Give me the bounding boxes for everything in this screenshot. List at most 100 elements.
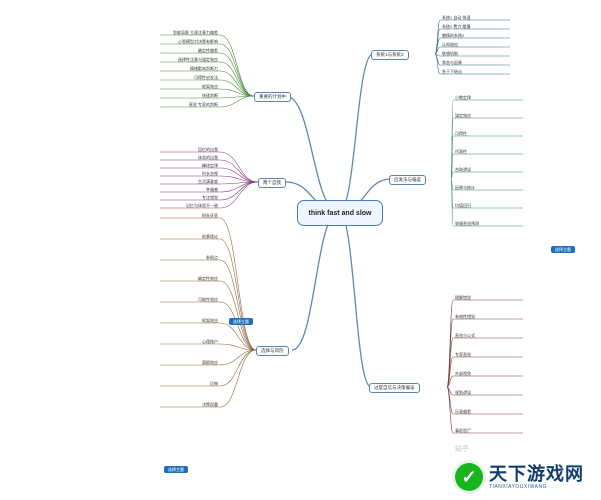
connector-line [219, 34, 255, 97]
connector-line [450, 171, 454, 180]
branch-right-lower-label: 过度自信与决策偏误 [374, 385, 415, 390]
mindmap-leaf-node[interactable]: 均值回归 [455, 203, 471, 208]
mindmap-leaf-node[interactable]: 参照点 [206, 255, 218, 260]
mindmap-leaf-node[interactable]: 心理账户 [202, 339, 218, 344]
mindmap-leaf-node[interactable]: 合取谬误 [455, 167, 471, 172]
watermark-brand-en: TIANXIAYOUXIWANG [489, 483, 548, 490]
connector-line [285, 95, 340, 213]
knowhow-watermark-text: 知乎 [455, 446, 469, 453]
mindmap-leaf-node[interactable]: 直觉 专家的判断 [188, 102, 218, 107]
connector-line [434, 19, 441, 55]
mindmap-leaf-node[interactable]: 后悔 [210, 381, 218, 386]
mindmap-leaf-node[interactable]: 决策权重 [202, 402, 218, 407]
connector-line [434, 53, 441, 75]
watermark-text-block: 天下游戏网 TIANXIAYOUXIWANG [489, 465, 584, 490]
mindmap-leaf-node[interactable]: 可得性 [455, 131, 467, 136]
mindmap-leaf-node[interactable]: 急于下结论 [442, 69, 462, 74]
connector-line [219, 343, 257, 351]
connector-line [219, 95, 255, 108]
mindmap-leaf-node[interactable]: 幸福感 [206, 187, 218, 192]
connector-line [219, 70, 255, 97]
mindmap-leaf-node[interactable]: 心智模型对决策有影响 [178, 39, 218, 44]
connector-line [219, 151, 259, 183]
branch-left-mid[interactable]: 两个自我 [258, 178, 286, 188]
mindmap-leaf-node[interactable]: 思维局限 主观注意力偏差 [172, 30, 218, 35]
knowhow-watermark: 知乎 [455, 444, 469, 454]
connector-line [219, 349, 257, 408]
mindmap-leaf-node[interactable]: 可能性效应 [198, 297, 218, 302]
connector-line [219, 322, 257, 351]
connector-line [291, 211, 340, 351]
site-watermark: ✓ 天下游戏网 TIANXIAYOUXIWANG [455, 462, 595, 492]
mindmap-leaf-node[interactable]: 框架效应 [202, 84, 218, 89]
branch-right-top[interactable]: 系统1与系统2 [371, 50, 409, 60]
mindmap-leaf-node[interactable]: 理解错觉 [455, 295, 471, 300]
mindmap-leaf-node[interactable]: 专注错觉 [202, 195, 218, 200]
mindmap-leaf-node[interactable]: 生活满意度 [198, 179, 218, 184]
mindmap-leaf-node[interactable]: 情绪影响判断力 [190, 66, 218, 71]
mindmap-leaf-node[interactable]: 体验的自我 [198, 155, 218, 160]
mindmap-leaf-node[interactable]: 选择性注意与锚定效应 [178, 57, 218, 62]
branch-left-mid-label: 两个自我 [263, 180, 281, 185]
mindmap-leaf-node[interactable]: 可得性启发法 [194, 75, 218, 80]
mindmap-leaf-node[interactable]: 记忆与体验不一致 [186, 203, 218, 208]
mindmap-leaf-node[interactable]: 回忆的自我 [198, 147, 218, 152]
mindmap-leaf-node[interactable]: 联想机制 [442, 51, 458, 56]
mindmap-leaf-node[interactable]: 懒惰的系统2 [442, 33, 465, 38]
mindmap-leaf-node[interactable]: 有效性错觉 [455, 314, 475, 319]
mindmap-leaf-node[interactable]: 前景理论 [202, 234, 218, 239]
mindmap-leaf-node[interactable]: 常态与因果 [442, 60, 462, 65]
mindmap-leaf-node[interactable]: 小数定律 [455, 95, 471, 100]
connector-line [219, 61, 255, 97]
tianxia-logo-icon: ✓ [455, 463, 483, 491]
connector-line [219, 217, 257, 351]
mindmap-leaf-node[interactable]: 认知放松 [442, 42, 458, 47]
branch-right-mid[interactable]: 启发法与偏差 [389, 175, 426, 185]
left-bottom-tag-label: 选择主题 [168, 467, 184, 472]
mindmap-leaf-node[interactable]: 损失厌恶 [202, 213, 218, 218]
connector-line [446, 375, 454, 388]
mindmap-leaf-node[interactable]: 确定性效应 [198, 276, 218, 281]
mindmap-leaf-node[interactable]: 峰终定律 [202, 163, 218, 168]
mindmap-leaf-node[interactable]: 直觉与公式 [455, 333, 475, 338]
connector-line [219, 52, 255, 97]
mindmap-leaf-node[interactable]: 乐观偏差 [455, 409, 471, 414]
branch-right-mid-label: 启发法与偏差 [394, 177, 421, 182]
mindmap-leaf-node[interactable]: 因果与统计 [455, 185, 475, 190]
left-bottom-tag: 选择主题 [164, 466, 188, 473]
mindmap-leaf-node[interactable]: 代表性 [455, 149, 467, 154]
connector-line [338, 53, 374, 213]
connector-line [219, 181, 259, 201]
mindmap-leaf-node[interactable]: 锚定效应 [455, 113, 471, 118]
branch-left-lower-label: 选择与风险 [261, 348, 284, 353]
branch-left-lower[interactable]: 选择与风险 [256, 346, 289, 356]
connector-line [219, 238, 257, 351]
connector-line [219, 349, 257, 387]
mindmap-leaf-node[interactable]: 时长忽视 [202, 171, 218, 176]
connector-line [446, 337, 454, 388]
right-select-tag-label: 选择主题 [555, 247, 571, 252]
branch-right-lower[interactable]: 过度自信与决策偏误 [369, 383, 420, 393]
mindmap-leaf-node[interactable]: 系统1 自动 快速 [442, 15, 471, 20]
connector-line [219, 181, 259, 193]
mindmap-leaf-node[interactable]: 事前验尸 [455, 428, 471, 433]
connector-line [219, 259, 257, 351]
mindmap-leaf-node[interactable]: 框架效应 [202, 318, 218, 323]
center-node-label: think fast and slow [308, 209, 372, 217]
branch-left-top[interactable]: 重要的计划中 [254, 92, 291, 102]
mindmap-leaf-node[interactable]: 外部视角 [455, 371, 471, 376]
center-node[interactable]: think fast and slow [297, 200, 383, 226]
left-select-tag: 选择主题 [229, 318, 253, 325]
connector-line [219, 159, 259, 183]
right-select-tag: 选择主题 [551, 246, 575, 253]
mindmap-leaf-node[interactable]: 禀赋效应 [202, 360, 218, 365]
mindmap-leaf-node[interactable]: 确定性偏差 [198, 48, 218, 53]
mindmap-leaf-node[interactable]: 系统2 费力 缓慢 [442, 24, 471, 29]
mindmap-leaf-node[interactable]: 驯服直觉预测 [455, 221, 479, 226]
mindmap-leaf-node[interactable]: 专家直觉 [455, 352, 471, 357]
mindmap-leaf-node[interactable]: 快速判断 [202, 93, 218, 98]
mindmap-leaf-node[interactable]: 规划谬误 [455, 390, 471, 395]
branch-right-top-label: 系统1与系统2 [376, 52, 404, 57]
